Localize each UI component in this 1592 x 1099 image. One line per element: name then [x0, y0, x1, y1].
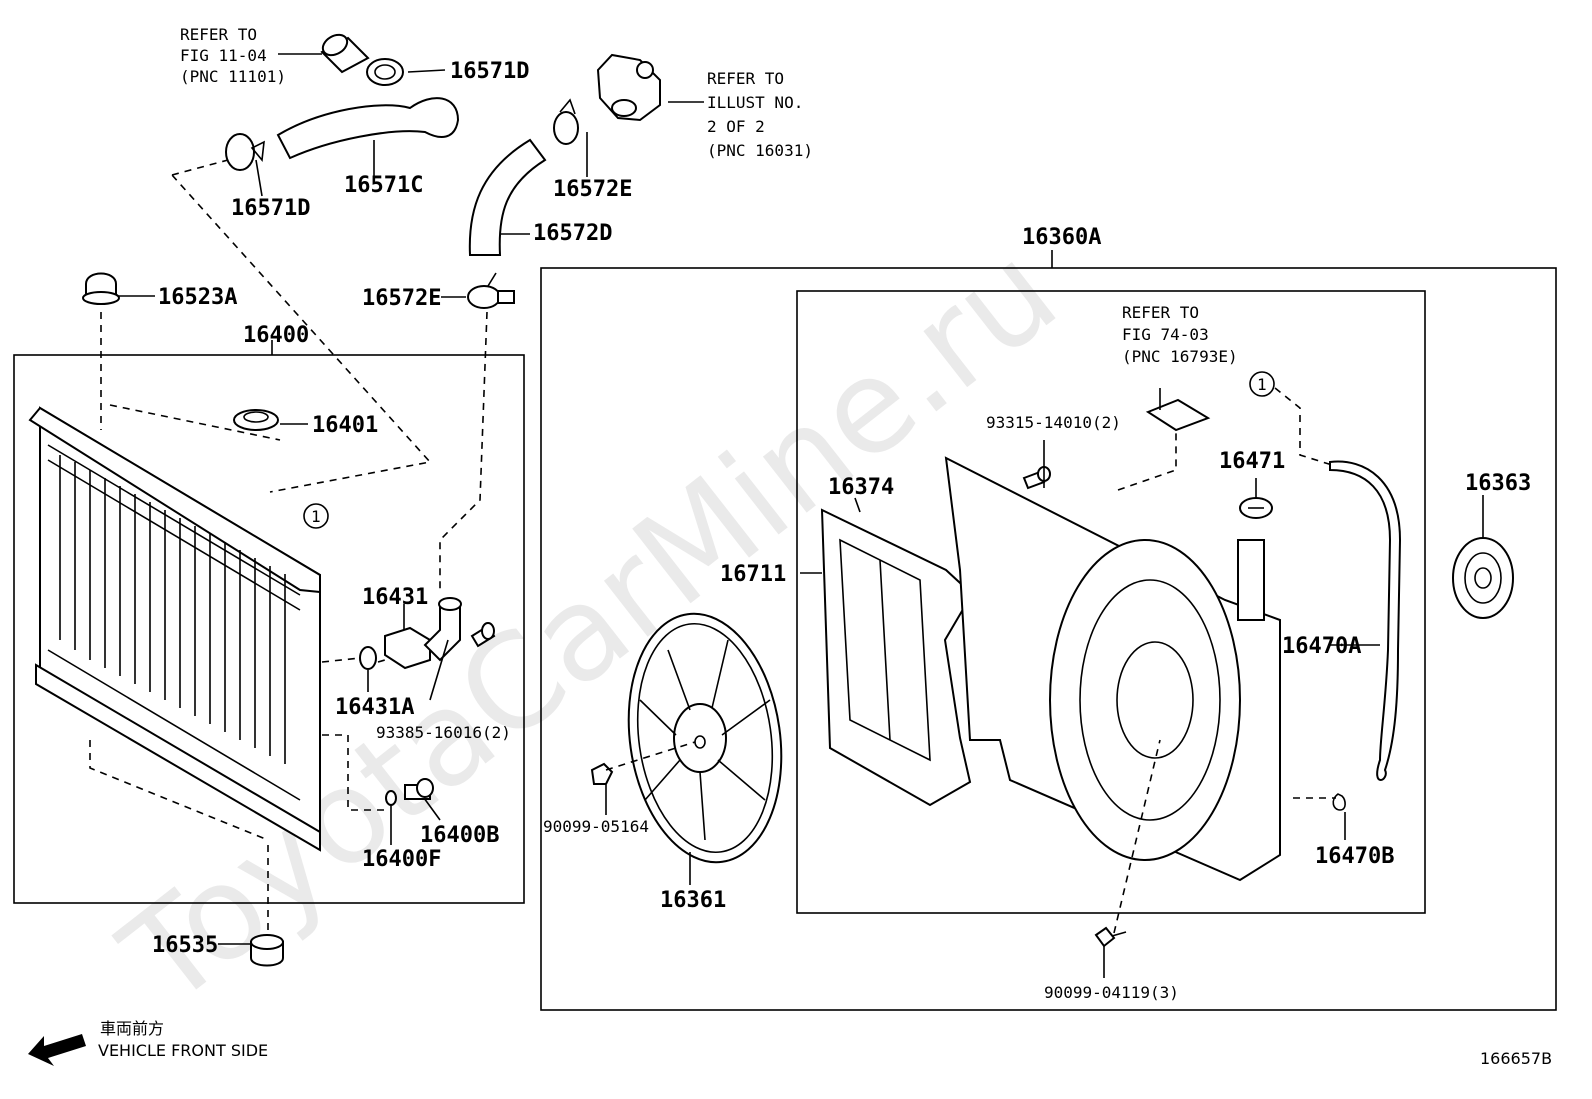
ref-fig-74-03-line3: (PNC 16793E): [1122, 347, 1238, 366]
clamp-16572e-top: [553, 98, 579, 145]
inlet-16431: [384, 597, 462, 670]
panel-16374: [820, 508, 974, 807]
vehicle-front-indicator: 車両前方 VEHICLE FRONT SIDE: [28, 1019, 268, 1066]
figure-id: 166657B: [1480, 1049, 1552, 1068]
motor-16363: [1452, 537, 1514, 619]
label-16572d: 16572D: [533, 221, 612, 246]
label-16400: 16400: [243, 323, 309, 348]
label-16431: 16431: [362, 585, 428, 610]
callout-1-right-text: 1: [1257, 375, 1267, 394]
radiator-cap-16401: [233, 409, 279, 431]
label-16711: 16711: [720, 562, 786, 587]
front-arrow-icon: [28, 1034, 86, 1066]
nut-90099-05164: [590, 762, 614, 785]
clamp-16571d-bottom: [225, 133, 265, 171]
fan-16361: [627, 612, 783, 864]
label-16374: 16374: [828, 475, 894, 500]
ref-fig-74-03-line1: REFER TO: [1122, 303, 1199, 322]
label-16572e-mid: 16572E: [362, 286, 441, 311]
fan-assembly-box: [540, 267, 1557, 1011]
radiator-16400: [28, 406, 321, 852]
ref-fig-74-03-line2: FIG 74-03: [1122, 325, 1209, 344]
leader-lines: [118, 53, 1484, 978]
label-16360a: 16360A: [1022, 225, 1101, 250]
label-16400b: 16400B: [420, 823, 499, 848]
ref-fig-11-04-line1: REFER TO: [180, 25, 257, 44]
radiator-group-box: [13, 354, 525, 904]
label-16523a: 16523A: [158, 285, 237, 310]
label-16571c: 16571C: [344, 173, 423, 198]
label-16363: 16363: [1465, 471, 1531, 496]
label-93315: 93315-14010(2): [986, 413, 1121, 432]
callout-1-left: 1: [303, 503, 329, 529]
ref-illust-line3: 2 OF 2: [707, 117, 765, 136]
shroud-16711: [944, 456, 1281, 882]
bolt-90099-04119: [1094, 926, 1127, 948]
o-ring-16400f: [385, 790, 397, 806]
label-16572e-top: 16572E: [553, 177, 632, 202]
label-16401: 16401: [312, 413, 378, 438]
label-16571d-bottom: 16571D: [231, 196, 310, 221]
label-16470a: 16470A: [1282, 634, 1361, 659]
label-16361: 16361: [660, 888, 726, 913]
label-16535: 16535: [152, 933, 218, 958]
callout-1-right: 1: [1249, 371, 1275, 397]
cap-16471: [1239, 497, 1273, 519]
o-ring-16431a: [359, 646, 377, 670]
shroud-inner-box: [796, 290, 1426, 914]
bolt-93385: [470, 622, 496, 648]
hose-16572d: [468, 138, 547, 256]
ref-illust-line1: REFER TO: [707, 69, 784, 88]
ref-illust-line4: (PNC 16031): [707, 141, 813, 160]
hose-stub-11101: [320, 33, 370, 74]
front-label-jp: 車両前方: [100, 1019, 164, 1038]
hose-16470a: [1329, 460, 1402, 781]
ref-illust-line2: ILLUST NO.: [707, 93, 803, 112]
clip-16470b: [1332, 793, 1346, 811]
front-label-en: VEHICLE FRONT SIDE: [98, 1041, 268, 1060]
label-16471: 16471: [1219, 449, 1285, 474]
label-plate-16793e: [1145, 398, 1211, 432]
label-16571d-top: 16571D: [450, 59, 529, 84]
drain-cap-16523a: [82, 272, 120, 305]
clamp-16572e-mid: [467, 272, 515, 309]
ref-fig-11-04-line3: (PNC 11101): [180, 67, 286, 86]
callout-1-left-text: 1: [311, 507, 321, 526]
dashed-guides: [89, 159, 1336, 934]
label-16470b: 16470B: [1315, 844, 1394, 869]
clamp-16571d-top: [366, 58, 404, 86]
water-outlet: [596, 53, 661, 122]
hose-16571c: [276, 97, 460, 160]
drain-cock-16400b: [404, 778, 434, 800]
label-16431a: 16431A: [335, 695, 414, 720]
cushion-16535: [250, 934, 284, 967]
label-90099-04119: 90099-04119(3): [1044, 983, 1179, 1002]
ref-illust-2-of-2: REFER TO ILLUST NO. 2 OF 2 (PNC 16031): [707, 69, 813, 160]
label-16400f: 16400F: [362, 847, 441, 872]
ref-fig-74-03: REFER TO FIG 74-03 (PNC 16793E): [1122, 303, 1238, 366]
label-90099-05164: 90099-05164: [543, 817, 649, 836]
screw-93315: [1022, 466, 1051, 490]
ref-fig-11-04-line2: FIG 11-04: [180, 46, 267, 65]
ref-fig-11-04: REFER TO FIG 11-04 (PNC 11101): [180, 25, 286, 86]
label-93385: 93385-16016(2): [376, 723, 511, 742]
